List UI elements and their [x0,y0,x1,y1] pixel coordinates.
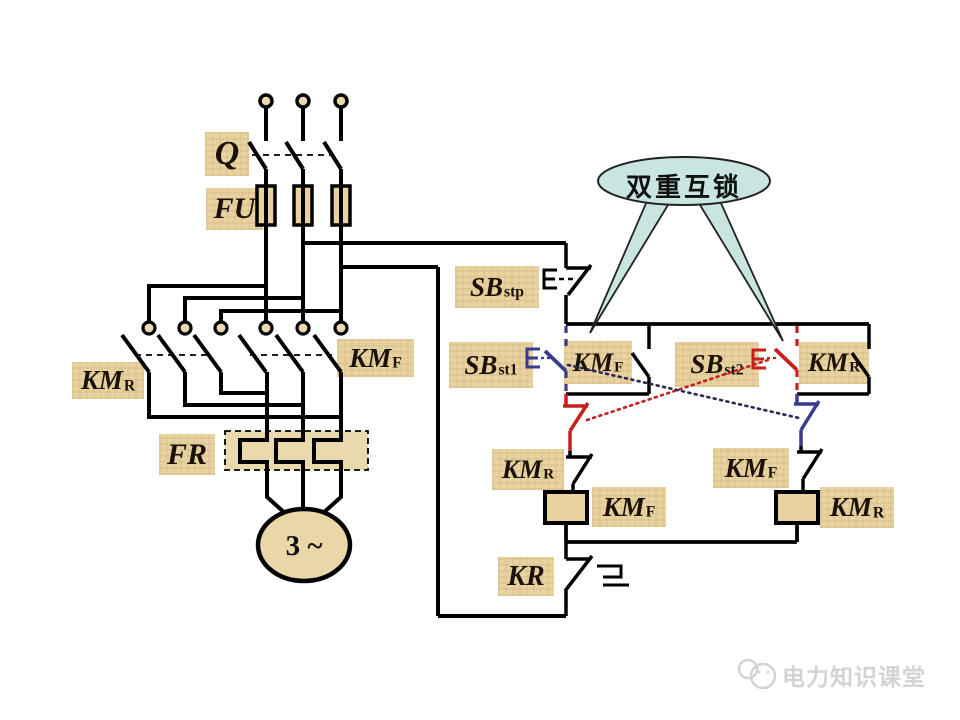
label-subscript: R [123,377,136,395]
stop-button-sb-stp [542,243,593,324]
main-contacts-kmr-kmf [120,333,343,419]
label-text: KM [501,454,543,484]
label-text: Q [214,135,240,172]
watermark-logo-icon [737,658,777,690]
thermal-relay-fr [224,372,369,516]
callout-label: 双重互锁 [625,173,742,203]
label-text: KM [572,347,614,377]
kmf-interlock-contact [797,446,824,492]
label-text: SB [469,271,503,302]
label-text: KM [602,491,645,522]
label-text: KM [349,342,392,373]
label-text: FR [166,437,208,471]
label-text: KM [724,452,767,483]
label-subscript: st2 [724,361,744,379]
label-subscript: R [849,359,861,376]
sb-st1-nc-contact [794,394,821,446]
phase-wires [147,169,566,618]
motor-label: 3 ~ [285,530,323,562]
disconnect-switch-q [247,107,343,171]
label-text: SB [690,349,724,379]
label-fu: FU [206,188,263,230]
label-text: KM [807,348,849,377]
label-text: SB [464,349,498,380]
label-text: KM [829,492,872,522]
watermark-text: 电力知识课堂 [782,665,926,691]
label-subscript: stp [504,283,525,301]
label-subscript: F [767,464,778,482]
label-fr: FR [159,434,215,475]
sb-st2-nc-contact [563,394,590,451]
label-text: FU [213,192,256,225]
label-subscript: F [392,354,402,372]
start-button-sb-st2 [751,326,799,393]
supply-terminals [258,93,349,109]
label-subscript: F [645,503,656,521]
label-subscript: R [872,504,885,522]
main-contact-terminals [141,320,349,336]
label-text: KR [507,560,545,592]
kmr-coil [774,490,820,542]
label-subscript: st1 [498,361,518,379]
kr-thermal-contact [563,542,629,616]
kmf-coil [543,490,589,542]
fuses-fu [255,184,352,227]
label-subscript: R [543,466,555,483]
label-text: KM [80,365,123,395]
watermark: 电力知识课堂 [782,658,926,692]
label-kr: KR [498,557,554,596]
label-q: Q [205,132,249,176]
label-subscript: F [614,359,624,376]
kmr-interlock-contact [566,451,594,492]
